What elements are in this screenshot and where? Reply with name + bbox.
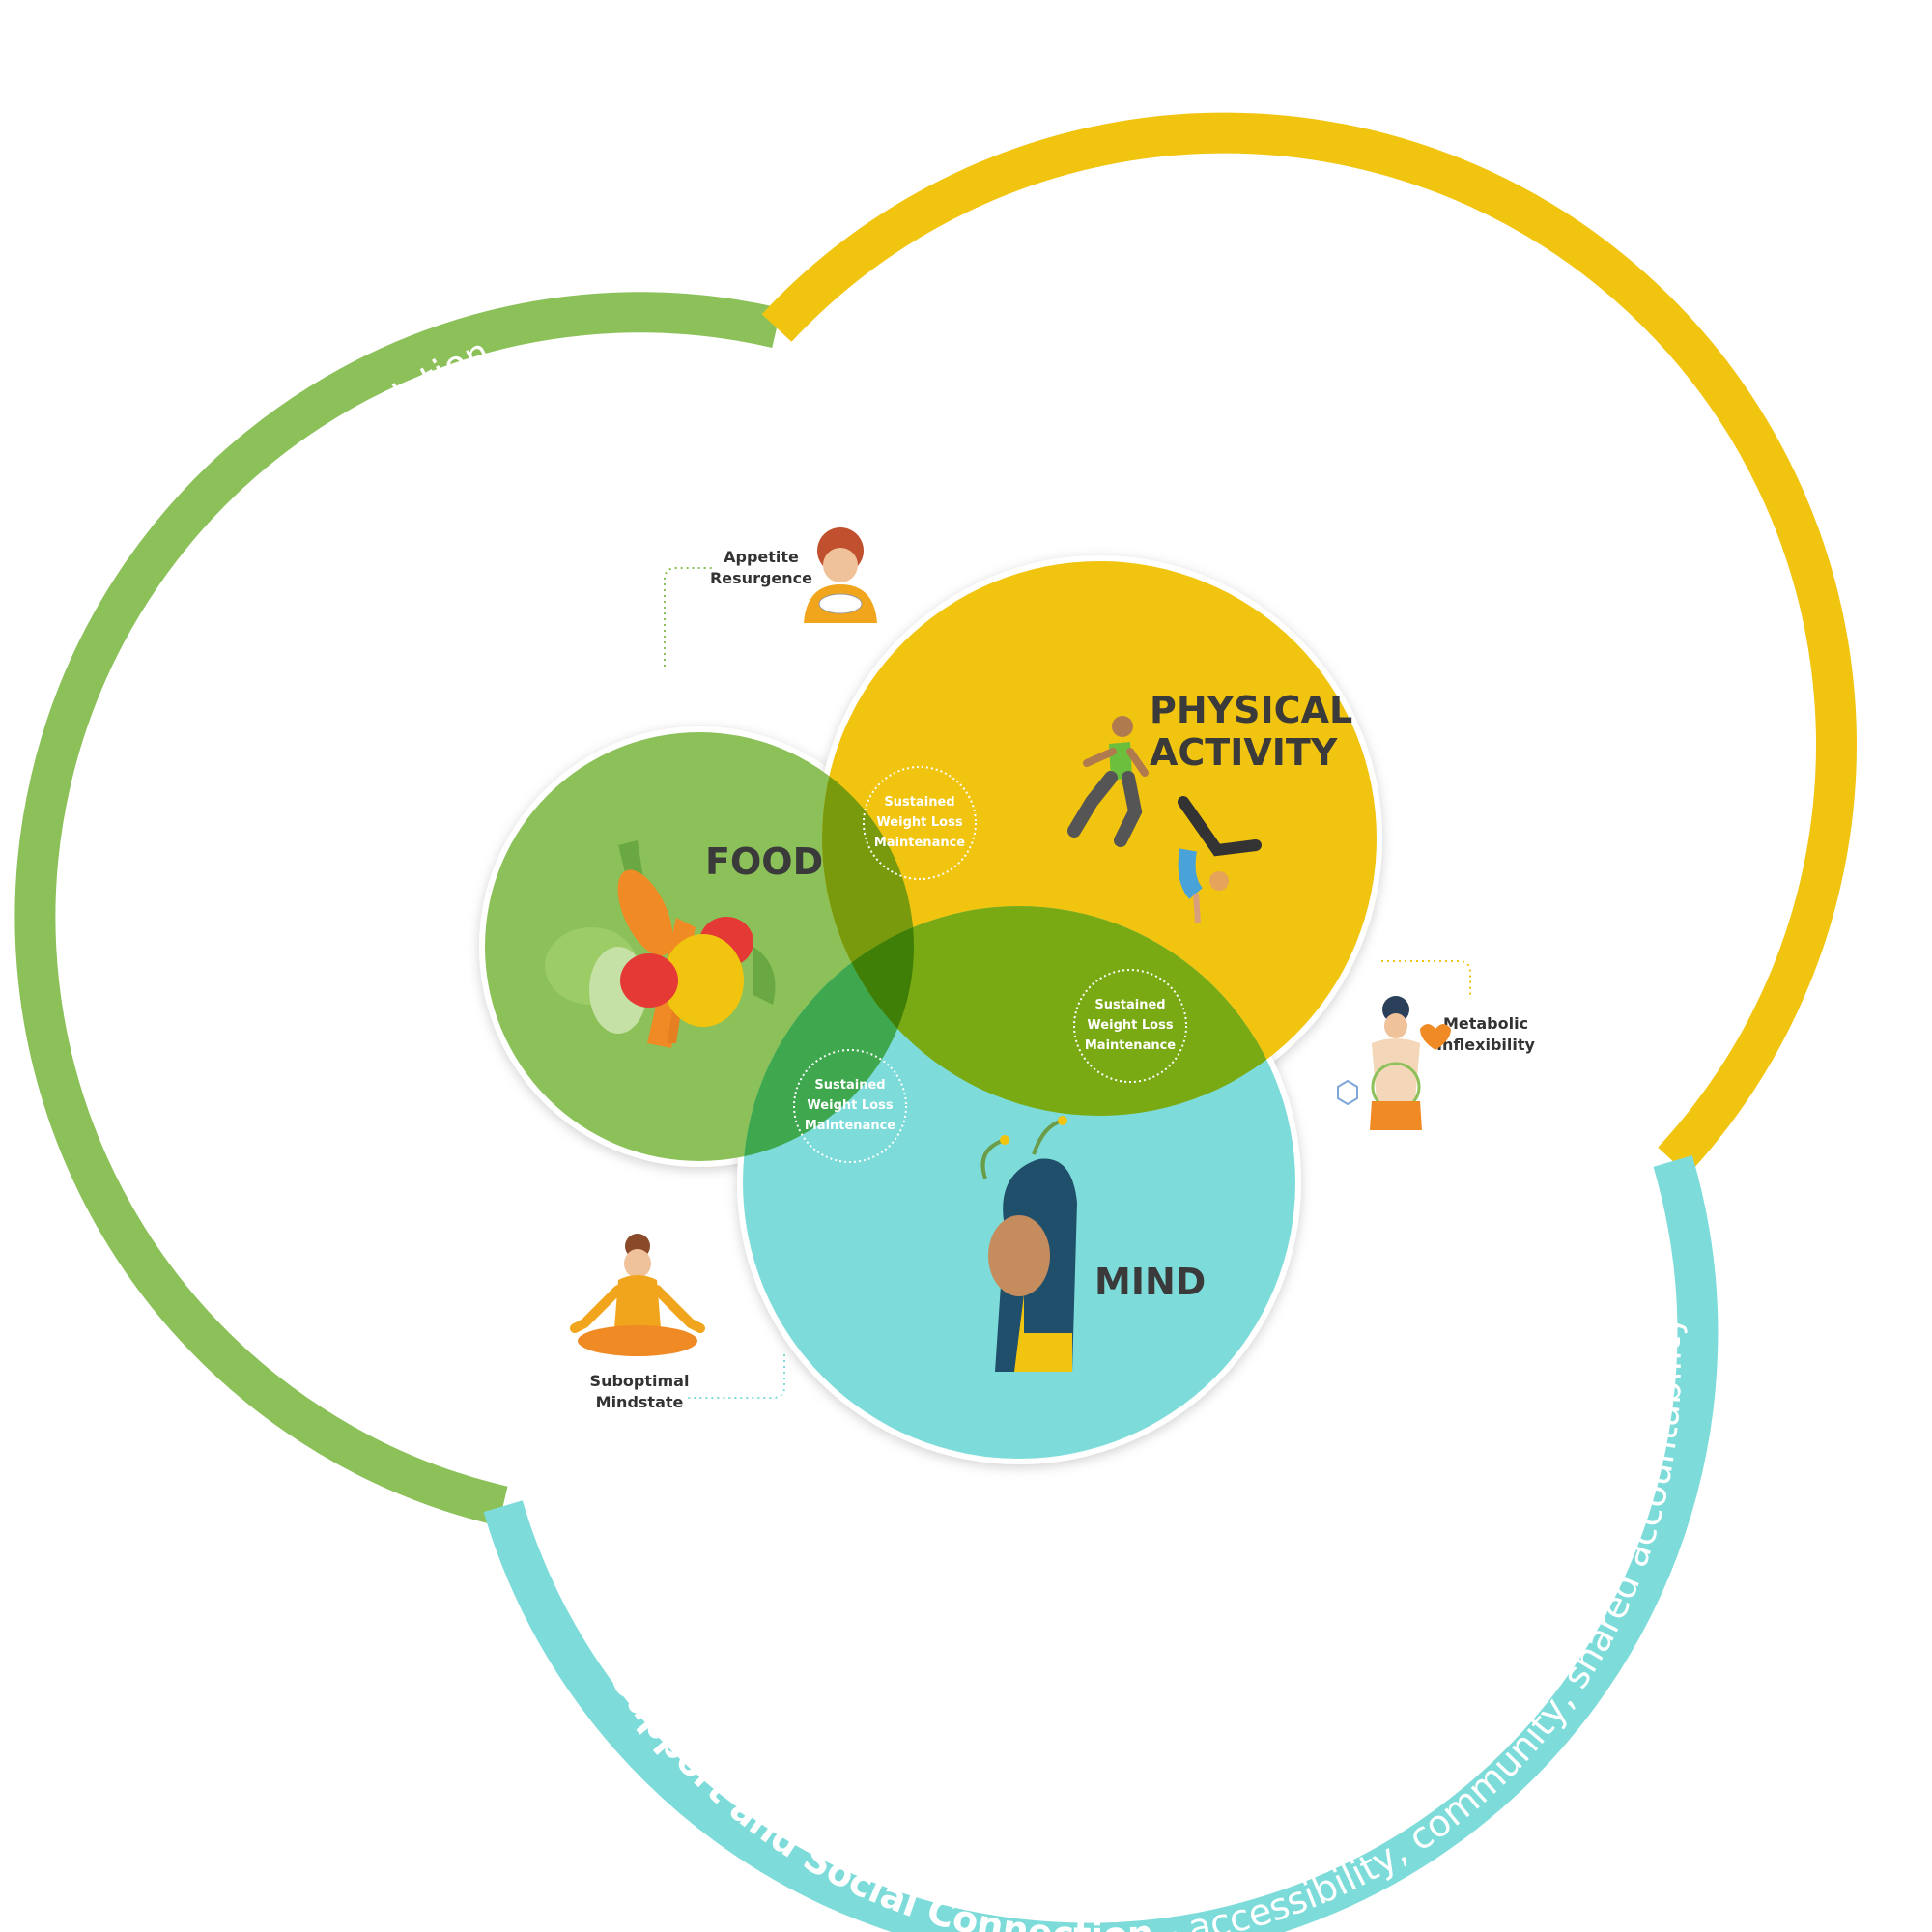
ring-left-detail: - habits, routines, environment, low fri… xyxy=(134,330,497,1044)
eating-person-icon xyxy=(804,527,877,623)
runner-illustration xyxy=(1067,716,1149,847)
activity-label-line1: PHYSICAL xyxy=(1150,689,1352,731)
overlap-fa-line3: Maintenance xyxy=(874,836,965,850)
metabolic-line2: Inflexibility xyxy=(1436,1036,1535,1054)
overlap-am-line1: Sustained xyxy=(1094,998,1165,1012)
overlap-am-line2: Weight Loss xyxy=(1087,1018,1173,1033)
ring-segment-virtual-support xyxy=(483,1155,1719,1932)
ring-segment-align-with-identity xyxy=(761,112,1858,1176)
yoga-pose-illustration xyxy=(1178,796,1262,923)
vegetables-illustration xyxy=(545,840,776,1048)
mindstate-line1: Suboptimal xyxy=(590,1372,690,1390)
overlap-badge-food-activity: Sustained Weight Loss Maintenance xyxy=(863,766,977,880)
callout-metabolic: Metabolic Inflexibility xyxy=(1337,996,1535,1130)
overlap-fa-line1: Sustained xyxy=(884,795,954,810)
mind-head-illustration xyxy=(980,1116,1077,1372)
activity-label-line2: ACTIVITY xyxy=(1150,731,1338,774)
connector-metabolic xyxy=(1381,960,1471,995)
ring-bottom-detail: - accessibility, community, shared accou… xyxy=(1151,1314,1690,1932)
overlap-fm-line3: Maintenance xyxy=(805,1119,895,1133)
overlap-fa-line2: Weight Loss xyxy=(876,815,962,830)
connector-mindstate xyxy=(686,1354,785,1399)
callout-connectors xyxy=(664,567,1471,1399)
overlap-food-mind xyxy=(743,906,914,1161)
overlap-badge-activity-mind: Sustained Weight Loss Maintenance xyxy=(1073,969,1187,1083)
overlap-fm-line1: Sustained xyxy=(814,1078,885,1093)
callout-appetite: Appetite Resurgence xyxy=(710,527,877,623)
appetite-line1: Appetite xyxy=(724,548,799,566)
meditating-person-icon xyxy=(570,1234,705,1356)
overlap-am-line3: Maintenance xyxy=(1085,1038,1176,1053)
overlap-regions xyxy=(743,732,1295,1161)
food-label: FOOD xyxy=(705,840,823,883)
ring-top-title: Align with Identity xyxy=(966,233,1364,317)
overlap-fm-line2: Weight Loss xyxy=(807,1098,893,1113)
appetite-line2: Resurgence xyxy=(710,569,812,587)
callout-mindstate: Suboptimal Mindstate xyxy=(570,1234,705,1411)
body-metabolism-icon xyxy=(1337,996,1451,1130)
ring-segment-make-it-easy xyxy=(14,292,781,1526)
mind-label: MIND xyxy=(1094,1261,1206,1303)
outer-ring xyxy=(14,112,1858,1932)
ring-left-title: Make it Easy xyxy=(165,1030,343,1275)
ring-text-left: Make it Easy - habits, routines, environ… xyxy=(134,330,497,1275)
mindstate-line2: Mindstate xyxy=(596,1393,684,1411)
connector-appetite xyxy=(664,567,715,667)
metabolic-line1: Metabolic xyxy=(1443,1014,1528,1033)
overlap-badge-food-mind: Sustained Weight Loss Maintenance xyxy=(793,1049,907,1163)
